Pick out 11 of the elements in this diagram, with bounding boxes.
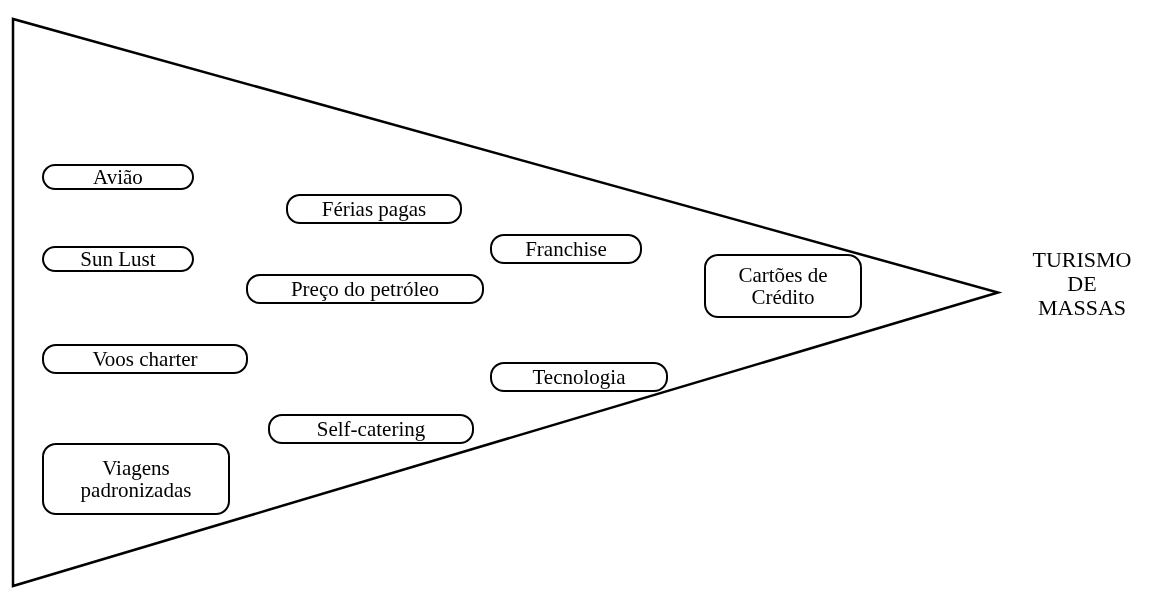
outcome-label: TURISMO DE MASSAS <box>1031 248 1133 321</box>
rounded-box: Preço do petróleo <box>246 274 484 304</box>
rounded-box: Viagens padronizadas <box>42 443 230 515</box>
rounded-box: Voos charter <box>42 344 248 374</box>
rounded-box: Avião <box>42 164 194 190</box>
rounded-box: Self-catering <box>268 414 474 444</box>
rounded-box: Cartões de Crédito <box>704 254 862 318</box>
rounded-box: Tecnologia <box>490 362 668 392</box>
rounded-box: Sun Lust <box>42 246 194 272</box>
rounded-box: Franchise <box>490 234 642 264</box>
rounded-box: Férias pagas <box>286 194 462 224</box>
